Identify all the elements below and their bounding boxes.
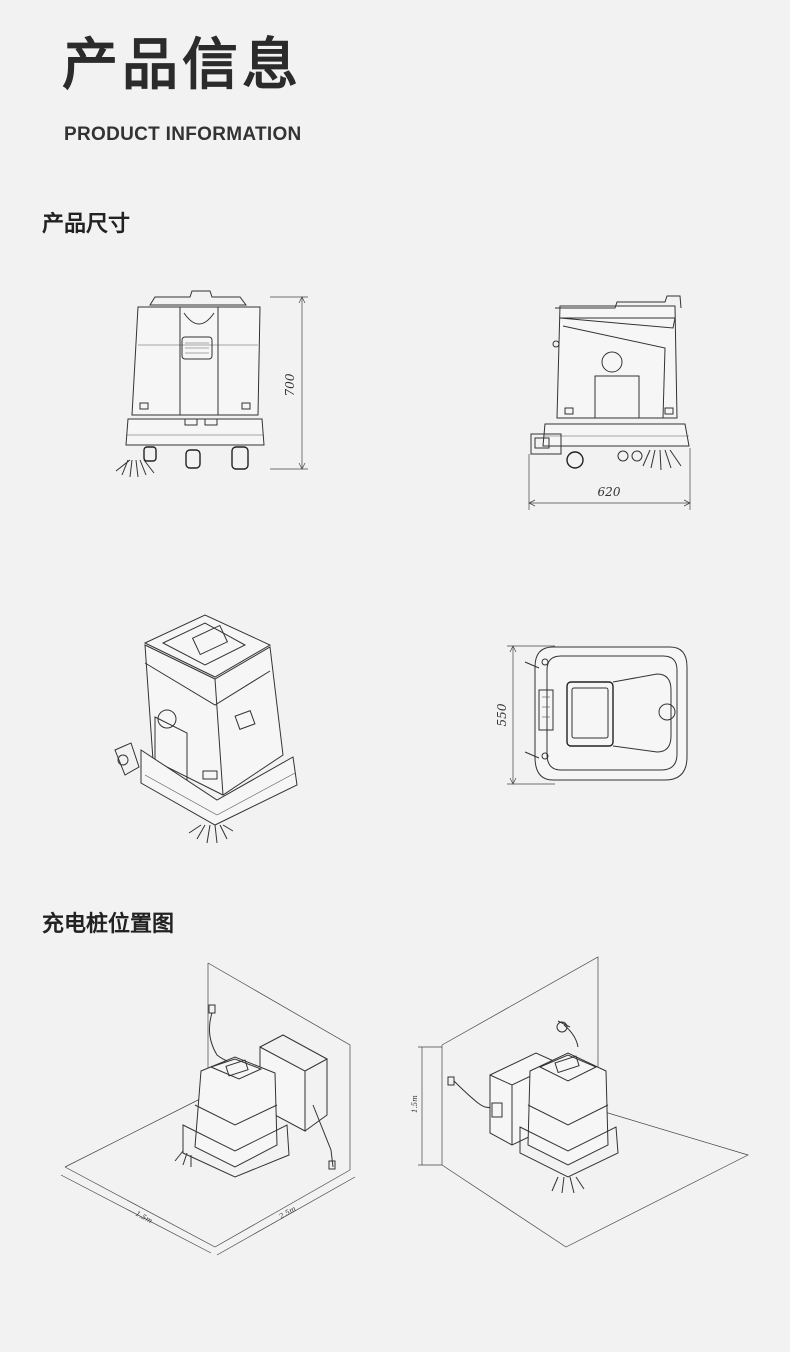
dock-diagram-left: 1.5m 2.5m <box>55 955 365 1265</box>
front-view-drawing: 700 <box>110 285 330 485</box>
dock-left-depth-label: 1.5m <box>134 1210 154 1226</box>
section-heading-dock: 充电桩位置图 <box>42 912 175 937</box>
top-width-label: 550 <box>495 703 509 726</box>
page-subtitle: PRODUCT INFORMATION <box>64 124 302 145</box>
dock-diagram-right: 1.5m <box>408 955 753 1255</box>
dock-right-height-label: 1.5m <box>411 1095 419 1113</box>
page-title: 产品信息 <box>62 33 302 98</box>
side-length-label: 620 <box>598 485 621 499</box>
side-view-drawing: 620 <box>515 288 705 518</box>
top-view-drawing: 550 <box>495 632 695 797</box>
isometric-view-drawing <box>105 605 305 850</box>
dock-left-width-label: 2.5m <box>277 1205 298 1221</box>
front-height-label: 700 <box>283 373 297 396</box>
section-heading-size: 产品尺寸 <box>42 212 131 237</box>
